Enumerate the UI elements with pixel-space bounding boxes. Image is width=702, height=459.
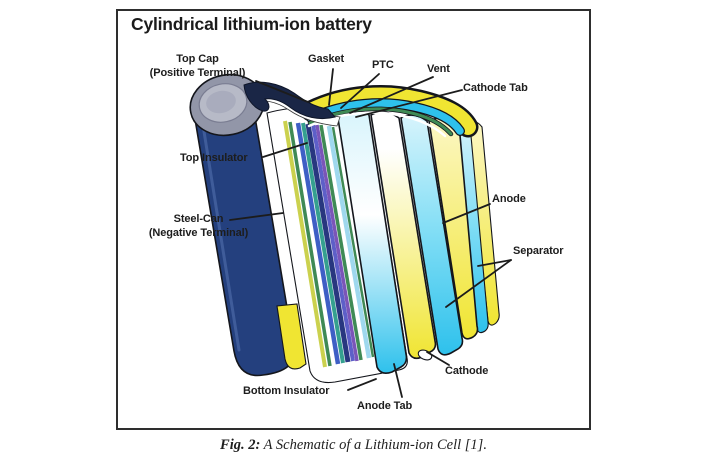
caption-figure-number: Fig. 2:	[220, 437, 261, 453]
label-top-insulator: Top Insulator	[180, 152, 248, 164]
leader-separator-2	[477, 259, 512, 267]
label-cathode-tab: Cathode Tab	[463, 82, 528, 94]
label-vent: Vent	[427, 63, 450, 75]
label-anode: Anode	[492, 193, 526, 205]
inner-wound-sheet	[276, 303, 307, 370]
layer-top-curl-anode	[308, 107, 453, 136]
wound-layer-stripe	[323, 125, 367, 360]
wound-layer-stripe	[315, 124, 359, 362]
label-anode-tab: Anode Tab	[357, 400, 413, 412]
layer-top-curl-cathode	[307, 99, 464, 135]
leader-ptc	[340, 73, 380, 109]
wound-layer-stripe	[292, 121, 336, 366]
wound-layer-stripe	[326, 125, 372, 359]
wound-layer-stripe	[311, 123, 355, 362]
leader-cathode-tab	[355, 89, 463, 118]
label-ptc: PTC	[372, 59, 394, 71]
leader-gasket	[328, 68, 334, 106]
label-top-cap-line2: (Positive Terminal)	[149, 67, 246, 79]
label-separator: Separator	[513, 245, 564, 257]
battery-diagram	[189, 68, 512, 398]
leader-separator-1	[445, 259, 512, 308]
leader-steel-can	[229, 212, 284, 221]
leader-anode	[442, 203, 491, 224]
cap-crimp	[243, 81, 336, 120]
label-top-cap: Top Cap (Positive Terminal)	[140, 52, 255, 80]
label-steel-can: Steel-Can (Negative Terminal)	[141, 212, 256, 240]
wound-layer-stripe	[288, 121, 332, 367]
figure-box: Cylindrical lithium-ion battery Top Cap …	[116, 9, 591, 430]
wound-layer-stripe	[295, 122, 341, 365]
label-steel-can-line2: (Negative Terminal)	[148, 227, 249, 239]
wound-layer-stripe	[331, 126, 375, 358]
wound-layer-stripe	[301, 122, 345, 364]
top-cap-center	[206, 90, 236, 114]
caption-text: A Schematic of a Lithium-ion Cell [1].	[260, 437, 487, 453]
layer-top-curl-separator	[303, 87, 476, 135]
wound-layer-stripe	[319, 124, 363, 361]
label-gasket: Gasket	[308, 53, 345, 65]
figure-caption: Fig. 2: A Schematic of a Lithium-ion Cel…	[116, 437, 591, 454]
leader-cathode	[426, 351, 450, 366]
label-bottom-insulator: Bottom Insulator	[243, 385, 330, 397]
label-steel-can-line1: Steel-Can	[173, 213, 224, 225]
leader-vent	[349, 76, 434, 114]
leader-top-insulator	[262, 142, 308, 158]
wound-layer-stripe	[283, 120, 327, 368]
label-cathode: Cathode	[445, 365, 489, 377]
wound-layer-stripe	[305, 123, 351, 363]
figure-title: Cylindrical lithium-ion battery	[131, 14, 372, 34]
label-top-cap-line1: Top Cap	[176, 53, 219, 65]
leader-top-cap	[255, 80, 309, 103]
leader-anode-tab	[393, 363, 403, 398]
leader-bottom-insulator	[347, 378, 377, 391]
can-highlight	[200, 117, 241, 352]
